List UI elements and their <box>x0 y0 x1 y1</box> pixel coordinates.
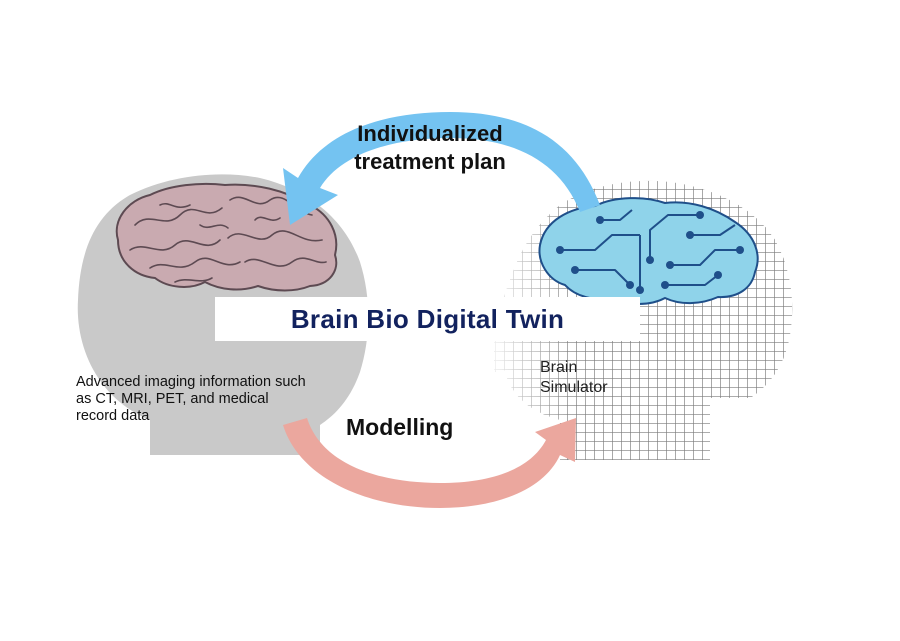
center-title: Brain Bio Digital Twin <box>290 303 565 334</box>
bottom-arrow-label: Modelling <box>346 414 454 440</box>
right-caption-line2: Simulator <box>540 379 608 396</box>
top-arrow <box>283 112 600 225</box>
top-arrow-label-line1: Individualized <box>357 121 503 146</box>
bottom-arrow <box>283 418 576 508</box>
left-head-caption: Advanced imaging information such as CT,… <box>76 374 306 424</box>
top-arrow-label-line2: treatment plan <box>354 149 506 174</box>
anatomical-brain <box>115 182 338 292</box>
right-head-caption: Brain Simulator <box>540 358 608 398</box>
top-arrow-label: Individualized treatment plan <box>300 120 560 176</box>
center-title-banner: Brain Bio Digital Twin <box>215 297 640 341</box>
right-caption-line1: Brain <box>540 359 578 376</box>
